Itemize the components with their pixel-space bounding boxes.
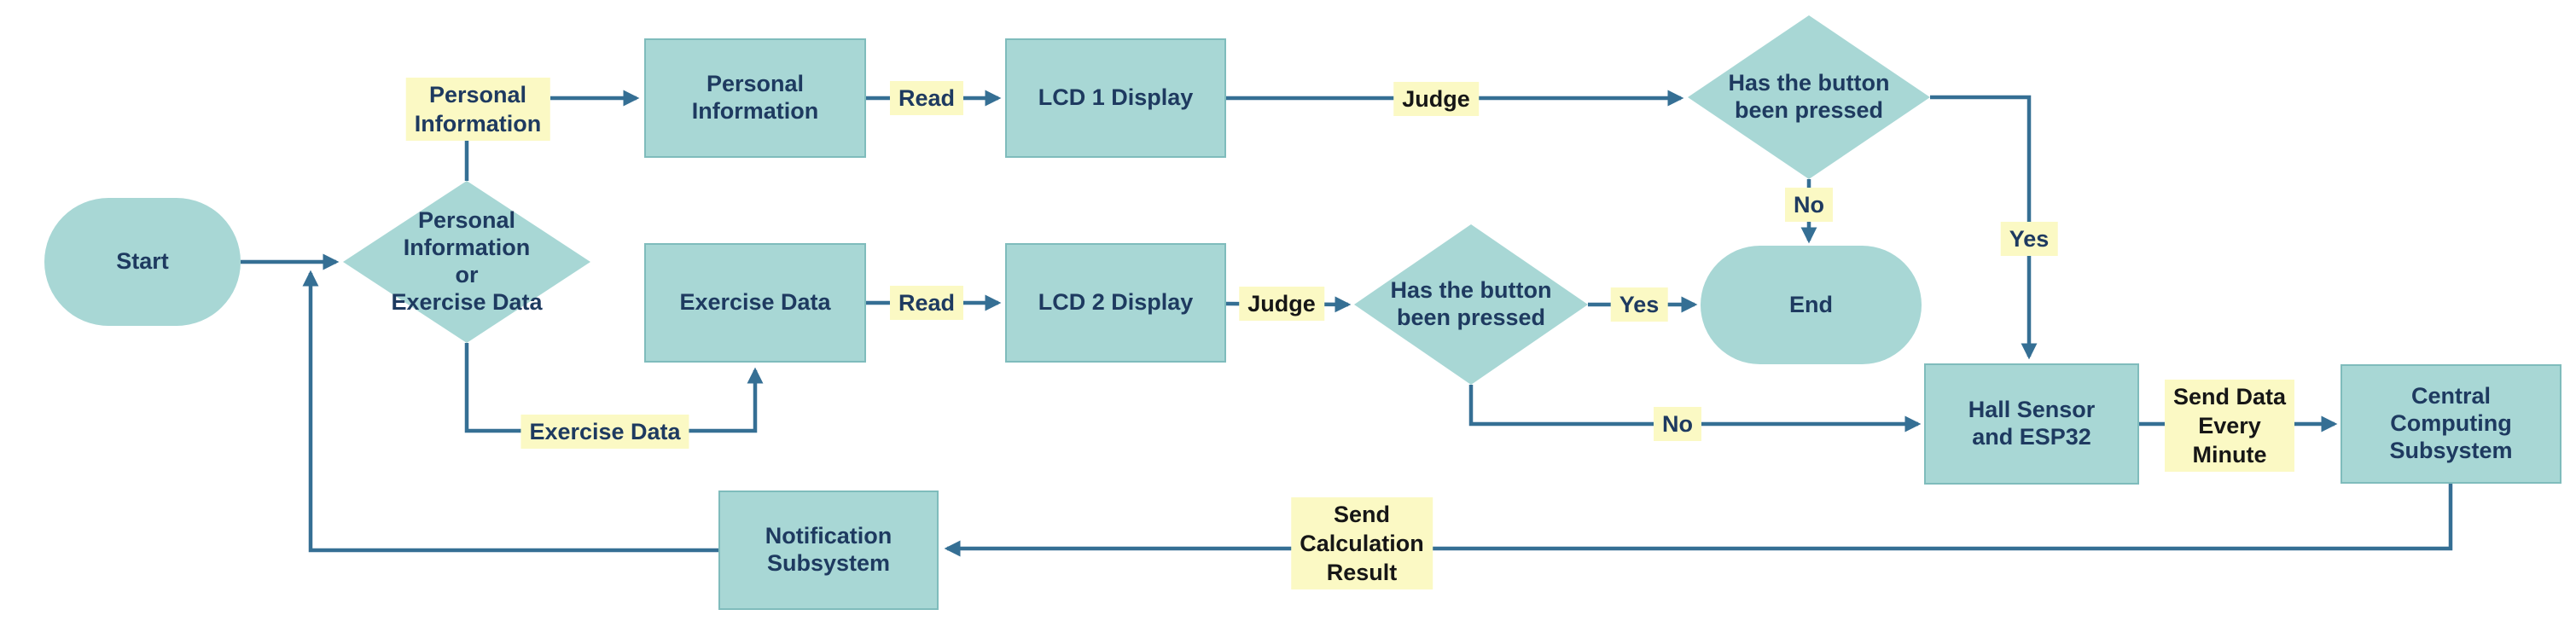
edge-notification-return-loop <box>302 270 718 553</box>
node-lcd1-display: LCD 1 Display <box>1005 38 1226 158</box>
edge-label-yes-2: Yes <box>1610 287 1668 322</box>
node-lcd1-display-label: LCD 1 Display <box>1038 84 1194 111</box>
node-start-label: Start <box>116 248 169 275</box>
node-central-computing-subsystem: Central Computing Subsystem <box>2340 364 2561 484</box>
edge-label-judge-1: Judge <box>1393 81 1479 117</box>
node-notification-subsystem: Notification Subsystem <box>718 491 939 610</box>
node-exercise-data-label: Exercise Data <box>679 289 831 316</box>
edge-label-yes-1: Yes <box>2000 221 2058 257</box>
edge-label-read-2: Read <box>889 285 964 321</box>
node-end: End <box>1701 246 1922 364</box>
node-personal-information-label: Personal Information <box>691 71 819 124</box>
edge-label-read-1: Read <box>889 80 964 116</box>
decision-input-type-shape <box>343 181 590 343</box>
node-exercise-data: Exercise Data <box>644 243 866 363</box>
edge-label-no-1: No <box>1785 187 1833 223</box>
node-end-label: End <box>1789 291 1833 317</box>
edge-decision1-yes-to-hall <box>1930 95 2038 360</box>
edge-label-exercise-data: Exercise Data <box>520 414 689 450</box>
node-notification-subsystem-label: Notification Subsystem <box>765 523 893 576</box>
edge-label-send-calculation-result: Send Calculation Result <box>1291 496 1433 590</box>
node-central-computing-subsystem-label: Central Computing Subsystem <box>2389 383 2513 463</box>
node-start: Start <box>44 198 241 326</box>
node-personal-information: Personal Information <box>644 38 866 158</box>
decision-button-pressed-2-shape <box>1354 224 1588 385</box>
node-lcd2-display-label: LCD 2 Display <box>1038 289 1194 316</box>
edge-label-send-data-every-minute: Send Data Every Minute <box>2164 379 2295 473</box>
edge-decision2-no-to-hall <box>1468 385 1922 433</box>
node-hall-sensor-esp32: Hall Sensor and ESP32 <box>1924 363 2139 485</box>
edge-label-no-2: No <box>1654 406 1701 442</box>
edge-label-personal-information: Personal Information <box>405 77 550 142</box>
node-hall-sensor-esp32-label: Hall Sensor and ESP32 <box>1968 397 2096 450</box>
edge-central-to-notification <box>944 484 2453 557</box>
edge-label-judge-2: Judge <box>1239 286 1324 322</box>
node-lcd2-display: LCD 2 Display <box>1005 243 1226 363</box>
decision-button-pressed-1-shape <box>1688 15 1930 179</box>
